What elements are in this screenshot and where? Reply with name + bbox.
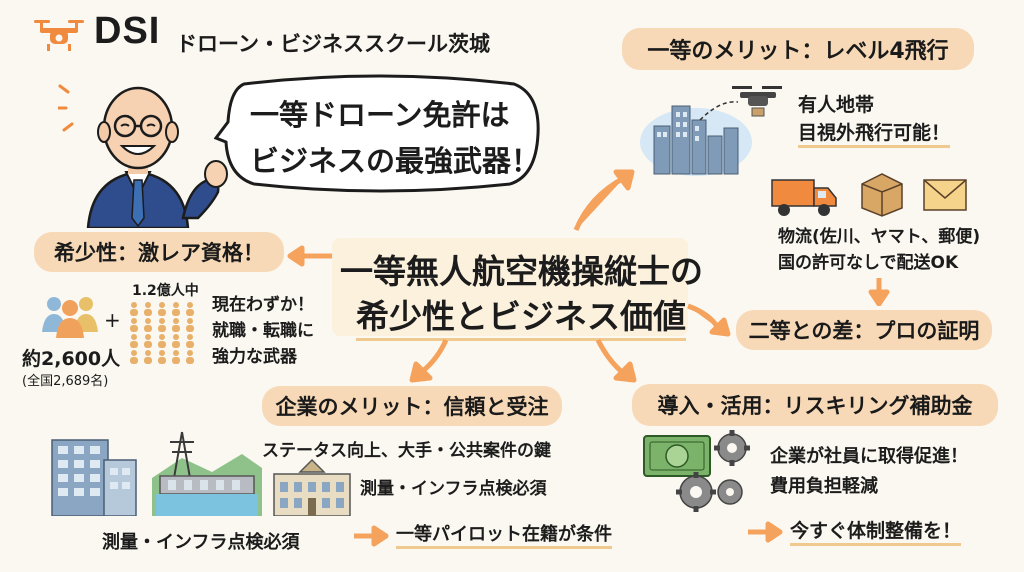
corp-title: 企業のメリット：信頼と受注 [262,386,562,426]
level4-title: 一等のメリット：レベル4飛行 [622,28,974,70]
corp-line-4: 一等パイロット在籍が条件 [396,520,612,549]
level4-line-2: 目視外飛行可能！ [798,118,951,148]
subsidy-line-2: 費用負担軽減 [770,476,878,497]
public-building-icon [268,458,356,516]
subsidy-line-3: 今すぐ体制整備を！ [790,516,962,546]
box-icon [858,170,906,218]
scarcity-line-1: 現在わずか！ [212,295,314,315]
drone-logo-icon [30,14,88,54]
dam-pylon-icon [152,428,262,516]
level4-line-3: 物流(佐川、ヤマト、郵便) [778,227,981,247]
mail-icon [922,178,968,212]
center-title-line-1: 一等無人航空機操縦士の [340,252,703,291]
speech-line-2: ビジネスの最強武器！ [250,144,541,178]
arrow-subsidy-action [746,520,786,544]
arrow-level4-down [868,276,890,306]
plus-sign: + [104,308,121,332]
arrow-to-subsidy [592,336,642,386]
level4-line-4: 国の許可なしで配送OK [778,253,959,273]
small-count: 約2,600人 [22,348,121,370]
corp-line-1: ステータス向上、大手・公共案件の鍵 [262,441,551,461]
arrow-to-corp [404,336,454,386]
center-title-line-2: 希少性とビジネス価値 [356,290,686,341]
small-count-sub: (全国2,689名) [22,374,109,389]
center-highlight [332,238,688,336]
arrow-to-scarcity [284,244,334,268]
scarcity-line-2: 就職・転職に [212,321,314,341]
school-name: ドローン・ビジネススクール茨城 [176,32,490,56]
arrow-corp-condition [352,524,392,548]
subsidy-title: 導入・活用：リスキリング補助金 [632,384,998,426]
speech-line-1: 一等ドローン免許は [250,98,510,132]
arrow-to-pro [684,300,734,340]
scarcity-line-3: 強力な武器 [212,347,297,367]
subsidy-line-1: 企業が社員に取得促進！ [770,446,968,467]
crowd-icon [126,300,206,364]
arrow-to-level4 [570,166,640,236]
speech-bubble [214,72,544,196]
city-drone-icon [640,80,790,176]
small-group-icon [40,292,100,338]
scarcity-title: 希少性：激レア資格！ [34,232,284,272]
businessman-illustration [58,68,228,228]
corp-line-2: 測量・インフラ点検必須 [360,479,547,499]
corp-line-3: 測量・インフラ点検必須 [102,532,300,553]
money-gears-icon [640,428,756,512]
office-building-icon [48,434,140,516]
big-count: 1.2億人中 [132,283,199,299]
truck-icon [770,176,840,218]
logo-text: DSI [94,10,161,52]
pro-title: 二等との差：プロの証明 [736,310,992,350]
level4-line-1: 有人地帯 [798,94,875,116]
